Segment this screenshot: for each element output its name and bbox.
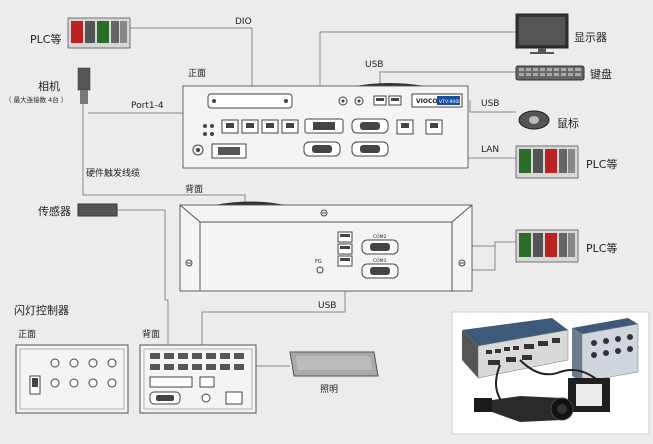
plc-right-1: PLC等 bbox=[515, 145, 617, 179]
model-label: VTV-9000 bbox=[439, 99, 461, 105]
strobe-back: 背面 bbox=[139, 328, 257, 414]
keyboard-label: 键盘 bbox=[590, 67, 612, 81]
sensor-line bbox=[117, 209, 169, 345]
strobe-label: 闪灯控制器 bbox=[14, 303, 69, 317]
front-panel: 正面 VIOCO VTV-9000 bbox=[182, 68, 469, 169]
plc-right-1-label: PLC等 bbox=[586, 157, 617, 171]
product-photo bbox=[451, 311, 650, 435]
trigger-line bbox=[82, 104, 246, 205]
mouse-label: 鼠标 bbox=[557, 116, 579, 130]
connection-lines bbox=[82, 27, 516, 367]
mouse-icon: 鼠标 bbox=[518, 110, 579, 130]
plc-right-2: PLC等 bbox=[515, 229, 617, 263]
handle bbox=[355, 83, 425, 86]
camera-ports bbox=[221, 119, 299, 134]
monitor-label: 显示器 bbox=[574, 31, 607, 44]
fg-label: FG bbox=[315, 259, 322, 265]
usb-top-label: USB bbox=[365, 60, 383, 70]
lan-label: LAN bbox=[481, 145, 499, 155]
dio-label: DIO bbox=[235, 17, 252, 27]
trigger-label: 硬件触发线缆 bbox=[86, 167, 140, 179]
back-mid-label: 背面 bbox=[185, 183, 203, 195]
monitor-icon: 显示器 bbox=[515, 13, 607, 54]
back-bottom-label: 背面 bbox=[142, 328, 160, 340]
brand-label: VIOCO bbox=[416, 98, 437, 105]
camera-label: 相机 bbox=[38, 79, 60, 93]
plc-top-left: PLC等 bbox=[30, 17, 131, 49]
strobe-front: 正面 bbox=[15, 329, 129, 414]
front-bottom-label: 正面 bbox=[18, 329, 36, 340]
camera: 相机 （ 最大连接数 4台 ） bbox=[5, 67, 91, 104]
front-top-label: 正面 bbox=[188, 68, 206, 79]
com-a-label: COM2 bbox=[373, 234, 387, 240]
port-label: Port1-4 bbox=[131, 101, 164, 111]
mouse-line bbox=[469, 100, 516, 113]
back-panel: 背面 FG COM2 COM1 bbox=[179, 183, 473, 292]
camera-note: （ 最大连接数 4台 ） bbox=[5, 95, 67, 104]
sensor-label: 传感器 bbox=[38, 205, 71, 218]
lighting-label: 照明 bbox=[320, 384, 338, 395]
plc-top-left-label: PLC等 bbox=[30, 32, 61, 46]
com-b-label: COM1 bbox=[373, 258, 387, 264]
monitor-line bbox=[319, 31, 516, 112]
plc-right-2-label: PLC等 bbox=[586, 241, 617, 255]
dio-line bbox=[127, 27, 253, 98]
usb-bottom-label: USB bbox=[318, 301, 336, 311]
keyboard-icon: 键盘 bbox=[515, 65, 612, 81]
lighting: 照明 bbox=[289, 351, 379, 395]
sensor: 传感器 bbox=[38, 203, 118, 218]
dio-port bbox=[207, 93, 293, 109]
usb-right-label: USB bbox=[481, 99, 499, 109]
